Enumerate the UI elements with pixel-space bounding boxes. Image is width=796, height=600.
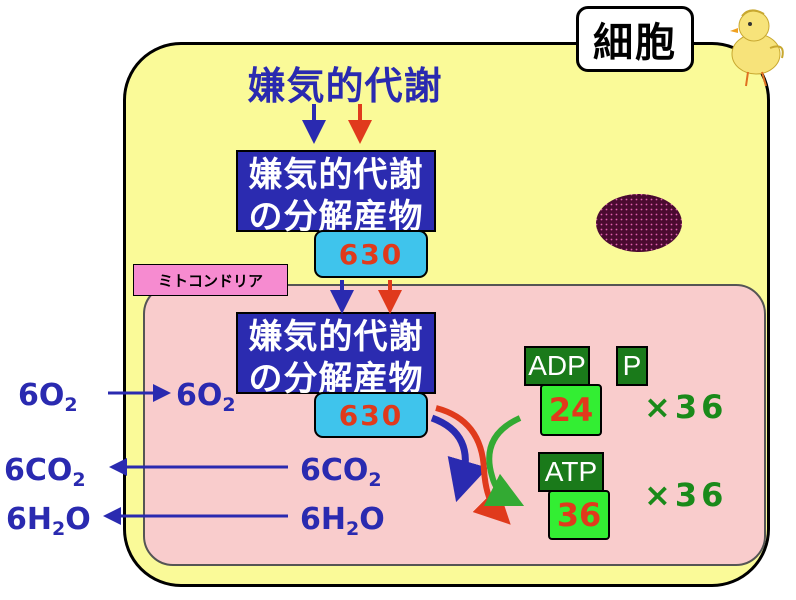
phosphate-label: P	[616, 346, 648, 386]
adp-value: 24	[540, 384, 602, 436]
atp-label: ATP	[538, 452, 604, 492]
adp-multiplier: ×36	[644, 388, 728, 426]
lower-product-line1: 嫌気的代謝	[248, 317, 424, 357]
h2o-inside: 6H2O	[300, 502, 385, 540]
mitochondria-label: ミトコンドリア	[133, 264, 288, 296]
oxygen-inside: 6O2	[176, 378, 236, 416]
curved-green-arrow	[483, 415, 525, 507]
co2-inside: 6CO2	[300, 453, 382, 491]
lower-product-value: 630	[314, 392, 428, 438]
upper-product-value: 630	[314, 230, 428, 278]
co2-outside: 6CO2	[4, 453, 86, 491]
h2o-outside: 6H2O	[6, 502, 91, 540]
cell-label: 細胞	[576, 6, 694, 72]
upper-product-line1: 嫌気的代謝	[248, 155, 424, 195]
oxygen-outside: 6O2	[18, 378, 78, 416]
atp-value: 36	[548, 490, 610, 540]
atp-multiplier: ×36	[644, 476, 728, 514]
chick-icon	[730, 9, 784, 87]
nucleus	[596, 194, 682, 252]
anaerobic-metabolism-title: 嫌気的代謝	[247, 64, 443, 108]
curved-blue-arrow	[430, 414, 489, 503]
